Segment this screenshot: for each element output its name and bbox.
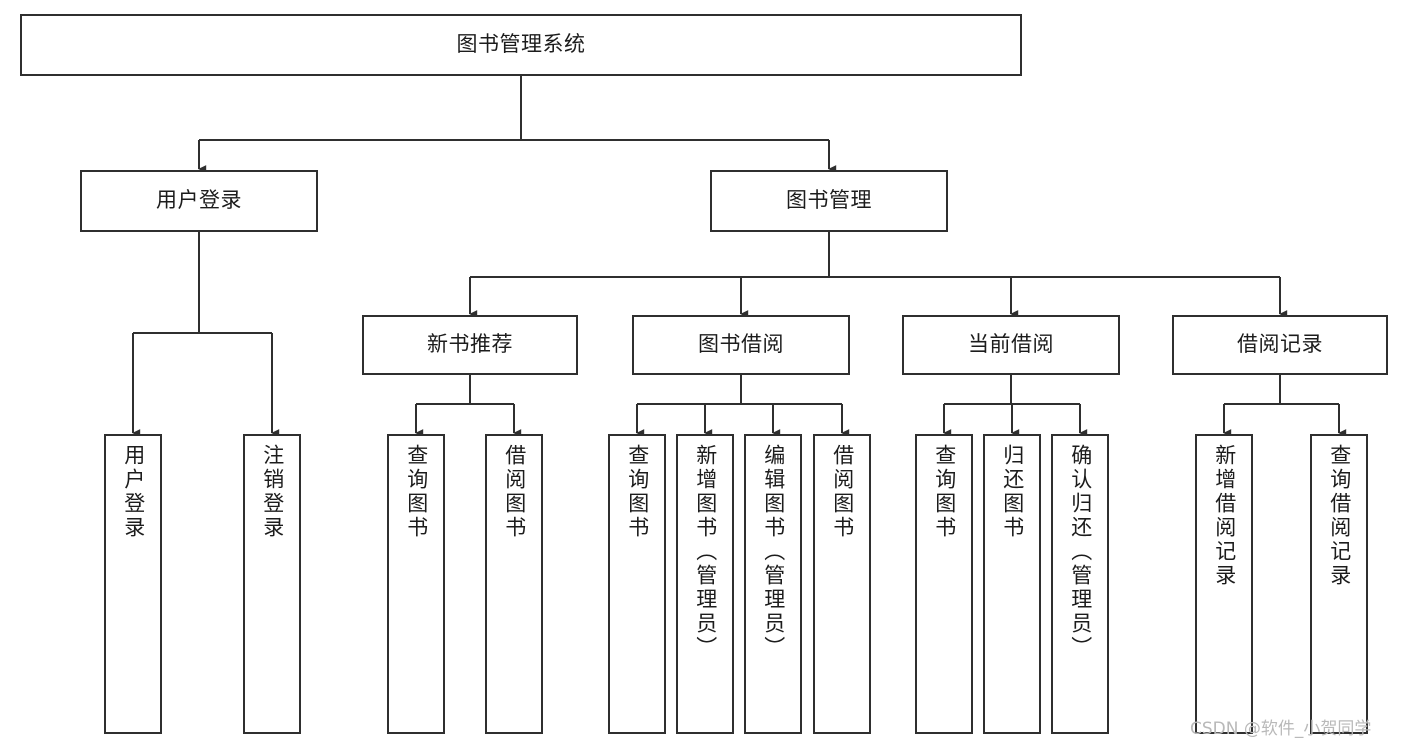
node-label-current: 当前借阅 bbox=[968, 332, 1054, 357]
node-r-query[interactable]: 查询借阅记录 bbox=[1310, 434, 1368, 734]
node-label-c-confirm: 确认归还（管理员） bbox=[1068, 444, 1093, 660]
node-b-borrow[interactable]: 借阅图书 bbox=[813, 434, 871, 734]
node-label-n-query: 查询图书 bbox=[404, 444, 429, 540]
node-label-b-query: 查询图书 bbox=[625, 444, 650, 540]
node-bookmgmt[interactable]: 图书管理 bbox=[710, 170, 948, 232]
node-label-c-return: 归还图书 bbox=[1000, 444, 1025, 540]
node-l-login[interactable]: 用户登录 bbox=[104, 434, 162, 734]
node-label-root: 图书管理系统 bbox=[456, 32, 586, 57]
node-n-query[interactable]: 查询图书 bbox=[387, 434, 445, 734]
node-label-c-query: 查询图书 bbox=[932, 444, 957, 540]
node-label-records: 借阅记录 bbox=[1237, 332, 1323, 357]
csdn-watermark: CSDN @软件_小贺同学 bbox=[1190, 719, 1372, 739]
node-label-borrow: 图书借阅 bbox=[698, 332, 784, 357]
node-label-n-borrow: 借阅图书 bbox=[502, 444, 527, 540]
node-label-b-edit: 编辑图书（管理员） bbox=[761, 444, 786, 660]
node-r-add[interactable]: 新增借阅记录 bbox=[1195, 434, 1253, 734]
node-label-login: 用户登录 bbox=[156, 188, 242, 213]
node-label-r-add: 新增借阅记录 bbox=[1212, 444, 1237, 588]
node-c-query[interactable]: 查询图书 bbox=[915, 434, 973, 734]
node-b-edit[interactable]: 编辑图书（管理员） bbox=[744, 434, 802, 734]
node-c-return[interactable]: 归还图书 bbox=[983, 434, 1041, 734]
node-label-b-add: 新增图书（管理员） bbox=[693, 444, 718, 660]
node-login[interactable]: 用户登录 bbox=[80, 170, 318, 232]
connector-group bbox=[131, 76, 1347, 437]
node-n-borrow[interactable]: 借阅图书 bbox=[485, 434, 543, 734]
node-records[interactable]: 借阅记录 bbox=[1172, 315, 1388, 375]
node-label-l-logout: 注销登录 bbox=[260, 444, 285, 540]
node-label-r-query: 查询借阅记录 bbox=[1327, 444, 1352, 588]
node-b-add[interactable]: 新增图书（管理员） bbox=[676, 434, 734, 734]
node-label-b-borrow: 借阅图书 bbox=[830, 444, 855, 540]
node-b-query[interactable]: 查询图书 bbox=[608, 434, 666, 734]
node-l-logout[interactable]: 注销登录 bbox=[243, 434, 301, 734]
node-root[interactable]: 图书管理系统 bbox=[20, 14, 1022, 76]
node-label-bookmgmt: 图书管理 bbox=[786, 188, 872, 213]
node-label-newbook: 新书推荐 bbox=[427, 332, 513, 357]
node-borrow[interactable]: 图书借阅 bbox=[632, 315, 850, 375]
node-current[interactable]: 当前借阅 bbox=[902, 315, 1120, 375]
node-label-l-login: 用户登录 bbox=[121, 444, 146, 540]
node-newbook[interactable]: 新书推荐 bbox=[362, 315, 578, 375]
node-c-confirm[interactable]: 确认归还（管理员） bbox=[1051, 434, 1109, 734]
